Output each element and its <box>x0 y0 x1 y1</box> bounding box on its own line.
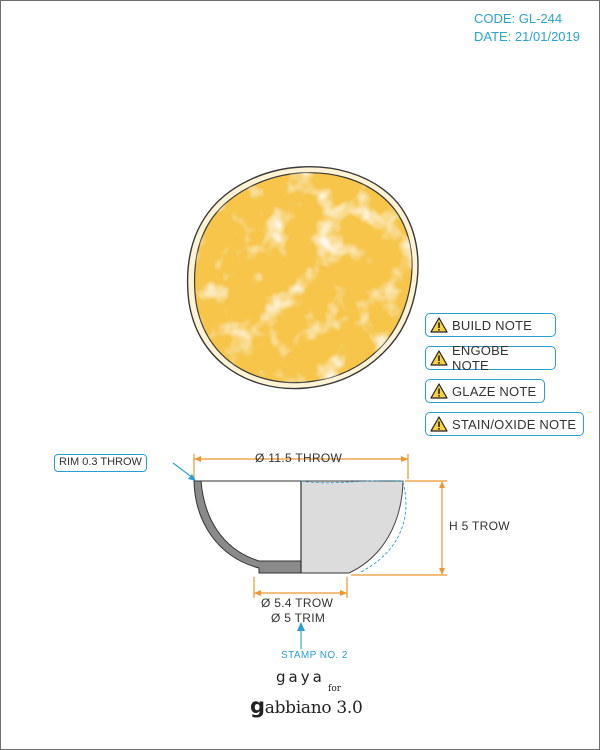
engobe-note-label: ENGOBE NOTE <box>452 343 509 373</box>
drawing-date: DATE: 21/01/2019 <box>474 29 580 44</box>
warning-icon <box>430 350 448 366</box>
stain-oxide-note-label: STAIN/OXIDE NOTE <box>452 416 577 432</box>
height-label: H 5 TROW <box>449 519 510 533</box>
stamp-label: STAMP NO. 2 <box>281 650 348 661</box>
stain-oxide-note-button[interactable]: STAIN/OXIDE NOTE <box>425 412 584 436</box>
product-code: CODE: GL-244 <box>474 11 563 26</box>
warning-icon <box>430 416 448 432</box>
rim-diameter-label: Ø 11.5 THROW <box>255 451 343 465</box>
build-note-button[interactable]: BUILD NOTE <box>425 313 556 337</box>
bowl-section-view <box>193 480 407 574</box>
engobe-note-button[interactable]: ENGOBE NOTE <box>425 343 556 373</box>
bowl-top-view <box>186 166 419 390</box>
foot-trim-diameter-label: Ø 5 TRIM <box>271 611 326 625</box>
glaze-note-label: GLAZE NOTE <box>452 383 537 399</box>
warning-icon <box>430 383 448 399</box>
warning-icon <box>430 317 448 333</box>
glaze-note-button[interactable]: GLAZE NOTE <box>425 379 545 403</box>
brand-name: abbiano 3.0 <box>264 698 363 718</box>
dimension-lines <box>193 454 447 598</box>
brand-for: for <box>328 684 342 694</box>
code-block: CODE: GL-244 DATE: 21/01/2019 <box>474 10 580 46</box>
rim-thickness-label: RIM 0.3 THROW <box>54 454 147 472</box>
build-note-label: BUILD NOTE <box>452 317 533 333</box>
foot-throw-diameter-label: Ø 5.4 TROW <box>261 596 334 610</box>
brand-gabbiano: gabbiano 3.0 <box>250 694 363 718</box>
brand-gaya: gaya <box>276 668 325 686</box>
brand-g: g <box>250 694 265 718</box>
callout-arrows <box>172 462 305 649</box>
